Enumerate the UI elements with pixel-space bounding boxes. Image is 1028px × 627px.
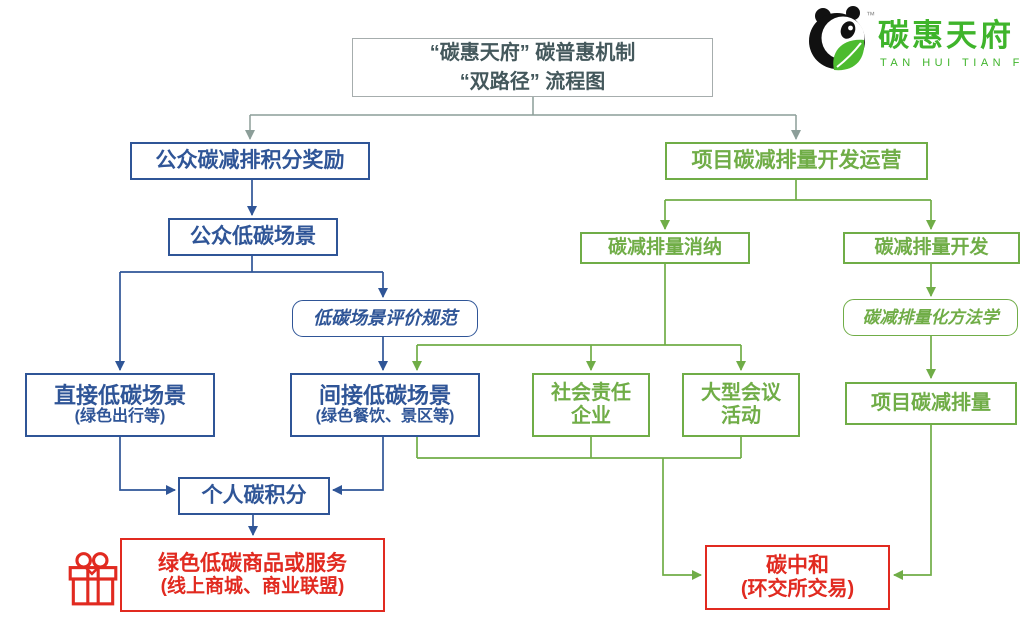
node-label: 低碳场景评价规范 [313,308,457,329]
node-sublabel: (绿色出行等) [74,408,166,426]
title-line-2: “双路径” 流程图 [459,70,606,93]
node-label: 碳减排量化方法学 [862,307,999,327]
node-quantification-methodology: 碳减排量化方法学 [843,299,1018,336]
node-label: 间接低碳场景 [318,383,451,409]
node-label: 绿色低碳商品或服务 [158,552,347,575]
leaf-icon [833,39,865,71]
node-label: 项目碳减排量开发运营 [691,148,902,172]
node-label: 碳减排量消纳 [607,237,722,259]
trademark-symbol: ™ [866,10,875,20]
node-csr-enterprise: 社会责任 企业 [532,373,650,437]
logo-subtitle: TAN HUI TIAN FU [880,57,1020,69]
node-large-conference-activity: 大型会议 活动 [682,373,800,437]
title-line-1: “碳惠天府” 碳普惠机制 [429,41,636,64]
node-label: 大型会议 [701,382,781,404]
node-label: 项目碳减排量 [871,392,991,414]
node-label: 碳中和 [766,553,829,577]
node-green-goods-services: 绿色低碳商品或服务 (线上商城、商业联盟) [120,538,385,612]
node-label: 公众碳减排积分奖励 [155,148,345,172]
node-label: 个人碳积分 [201,483,307,507]
node-label: 碳减排量开发 [874,237,989,259]
node-sublabel: (绿色餐饮、景区等) [315,408,455,426]
node-label: 社会责任 [551,382,631,404]
node-project-carbon-reduction: 项目碳减排量 [845,382,1017,425]
node-personal-carbon-credit: 个人碳积分 [178,477,330,515]
node-public-low-carbon-scene: 公众低碳场景 [168,218,338,256]
node-reduction-develop: 碳减排量开发 [843,232,1020,264]
node-indirect-low-carbon-scene: 间接低碳场景 (绿色餐饮、景区等) [290,373,480,437]
brand-logo: ™ 碳惠天府 TAN HUI TIAN FU [809,6,1020,71]
node-reduction-consumption: 碳减排量消纳 [580,232,750,264]
node-sublabel: (线上商城、商业联盟) [160,576,345,598]
node-carbon-neutral: 碳中和 (环交所交易) [705,545,890,610]
node-project-reduction-development: 项目碳减排量开发运营 [665,142,928,180]
node-label: 活动 [721,405,761,427]
node-direct-low-carbon-scene: 直接低碳场景 (绿色出行等) [25,373,215,437]
node-label: 企业 [571,405,611,427]
logo-name: 碳惠天府 [878,18,1014,53]
node-label: 直接低碳场景 [53,383,186,409]
node-label: 公众低碳场景 [190,224,316,248]
gift-icon [68,552,118,606]
diagram-title: “碳惠天府” 碳普惠机制 “双路径” 流程图 [352,38,713,97]
node-sublabel: (环交所交易) [740,578,855,601]
node-scene-evaluation-standard: 低碳场景评价规范 [292,300,478,337]
node-public-carbon-reward: 公众碳减排积分奖励 [130,142,370,180]
